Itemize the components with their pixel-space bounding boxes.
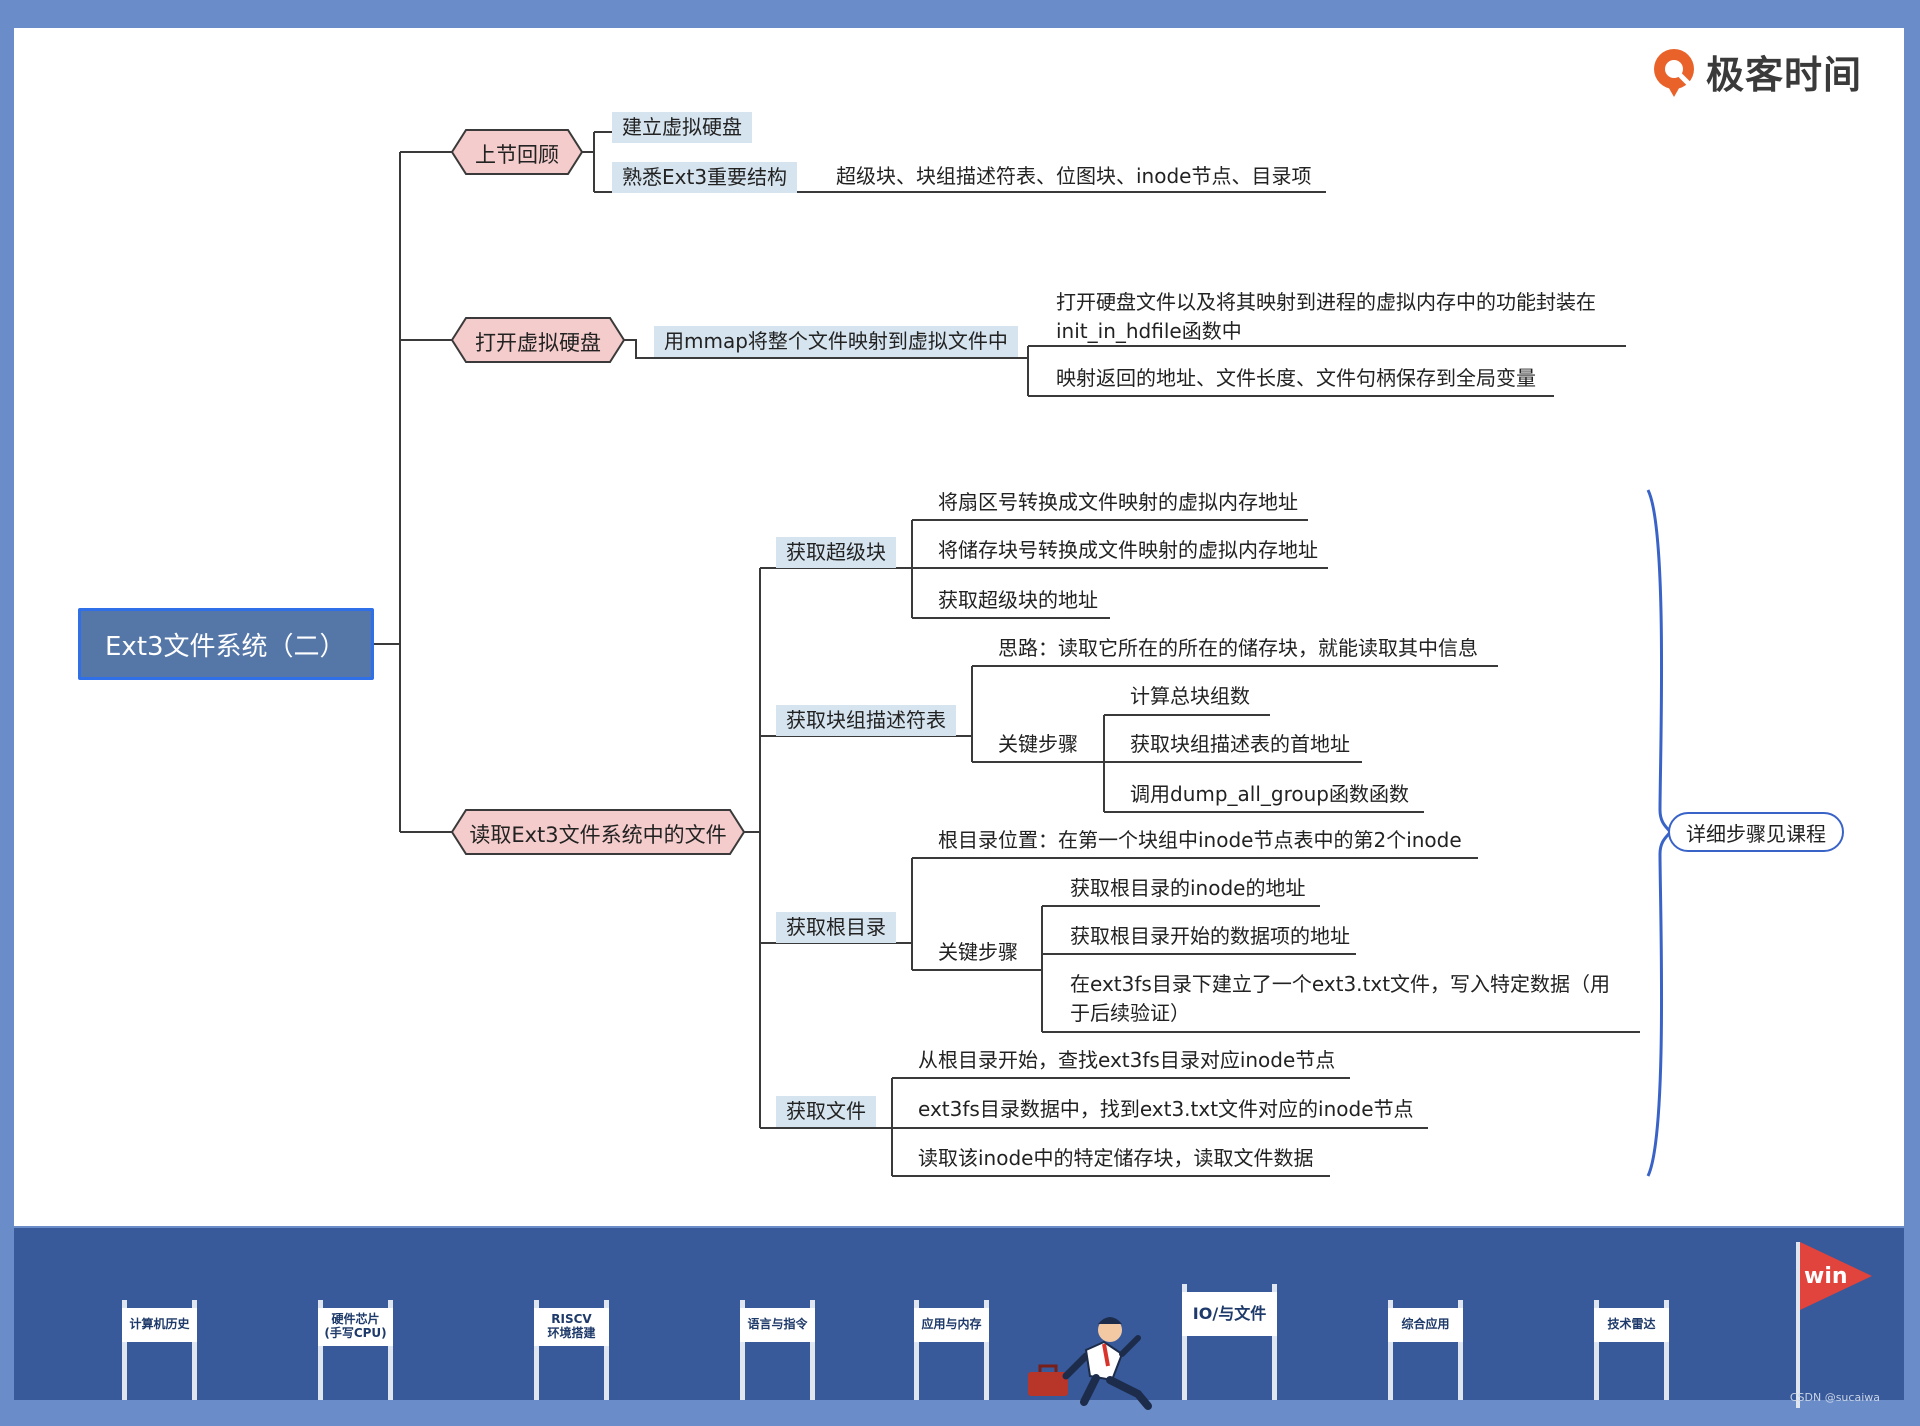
course-progress-banner: 计算机历史 硬件芯片 (手写CPU) RISCV 环境搭建 语言与指令 应用与内… [14, 1228, 1904, 1410]
win-flag-icon [1796, 1242, 1872, 1408]
open-disk-detail-globals: 映射返回的地址、文件长度、文件句柄保存到全局变量 [1056, 366, 1536, 390]
see-course-note: 详细步骤见课程 [1668, 812, 1844, 852]
read-file-node-shape [450, 809, 746, 855]
open-disk-node-shape [450, 317, 626, 363]
gate-history-label: 计算机历史 [122, 1308, 197, 1342]
gate-hardware-label-line2: (手写CPU) [324, 1326, 387, 1340]
brand-logo: 极客时间 [1650, 44, 1862, 99]
review-node-shape [450, 129, 584, 175]
review-item-virtual-disk: 建立虚拟硬盘 [612, 112, 752, 143]
group-desc-label: 获取块组描述符表 [776, 705, 956, 736]
get-file-item: 从根目录开始，查找ext3fs目录对应inode节点 [918, 1048, 1336, 1072]
gate-app-memory-label: 应用与内存 [914, 1308, 989, 1342]
gate-language-label: 语言与指令 [740, 1308, 815, 1342]
group-desc-idea: 思路：读取它所在的所在的储存块，就能读取其中信息 [998, 636, 1478, 660]
grouping-brace [1646, 489, 1672, 1177]
root-dir-step: 获取根目录的inode的地址 [1070, 876, 1306, 900]
runner-businessman-icon [1028, 1317, 1152, 1410]
get-file-label: 获取文件 [776, 1096, 876, 1127]
gate-tech-radar-label: 技术雷达 [1594, 1308, 1669, 1342]
banner-ground [14, 1400, 1904, 1410]
root-dir-steps-label: 关键步骤 [938, 940, 1018, 964]
open-disk-method: 用mmap将整个文件映射到虚拟文件中 [654, 326, 1018, 357]
root-dir-label: 获取根目录 [776, 912, 896, 943]
open-disk-detail-line1: 打开硬盘文件以及将其映射到进程的虚拟内存中的功能封装在 [1056, 290, 1596, 314]
open-disk-detail-line2: init_in_hdfile函数中 [1056, 319, 1242, 343]
group-desc-step: 计算总块组数 [1130, 684, 1250, 708]
open-disk-node-label: 打开虚拟硬盘 [475, 331, 601, 355]
gate-integrated-label: 综合应用 [1388, 1308, 1463, 1342]
get-file-item: ext3fs目录数据中，找到ext3.txt文件对应的inode节点 [918, 1097, 1414, 1121]
brand-name: 极客时间 [1706, 53, 1863, 97]
review-node-label: 上节回顾 [475, 143, 559, 167]
gate-hardware-label-line1: 硬件芯片 [331, 1312, 380, 1327]
root-label: Ext3文件系统（二） [105, 631, 346, 662]
group-desc-step: 获取块组描述表的首地址 [1130, 732, 1350, 756]
superblock-item: 将储存块号转换成文件映射的虚拟内存地址 [938, 538, 1318, 562]
root-dir-position: 根目录位置：在第一个块组中inode节点表中的第2个inode [938, 828, 1462, 852]
superblock-item: 获取超级块的地址 [938, 588, 1098, 612]
root-node: Ext3文件系统（二） [78, 608, 374, 680]
root-dir-step-line2: 于后续验证） [1070, 1001, 1190, 1025]
gate-riscv-label-line1: RISCV [551, 1312, 592, 1327]
root-dir-step-line1: 在ext3fs目录下建立了一个ext3.txt文件，写入特定数据（用 [1070, 972, 1611, 996]
see-course-note-label: 详细步骤见课程 [1686, 821, 1826, 846]
group-desc-step: 调用dump_all_group函数函数 [1130, 782, 1410, 806]
superblock-item: 将扇区号转换成文件映射的虚拟内存地址 [938, 490, 1298, 514]
geek-time-logo-icon [1654, 48, 1694, 97]
superblock-label: 获取超级块 [776, 537, 896, 568]
review-detail: 超级块、块组描述符表、位图块、inode节点、目录项 [836, 164, 1312, 188]
review-item-ext3-structures: 熟悉Ext3重要结构 [612, 162, 798, 193]
gate-io-file-label: IO/与文件 [1182, 1292, 1277, 1336]
image-credit: CSDN @sucaiwa [1789, 1391, 1880, 1404]
gate-riscv-label-line2: 环境搭建 [547, 1326, 596, 1340]
root-dir-step: 获取根目录开始的数据项的地址 [1070, 924, 1350, 948]
read-file-node-label: 读取Ext3文件系统中的文件 [469, 823, 727, 847]
win-flag-label: win [1804, 1264, 1848, 1289]
get-file-item: 读取该inode中的特定储存块，读取文件数据 [918, 1146, 1314, 1170]
group-desc-steps-label: 关键步骤 [998, 732, 1078, 756]
